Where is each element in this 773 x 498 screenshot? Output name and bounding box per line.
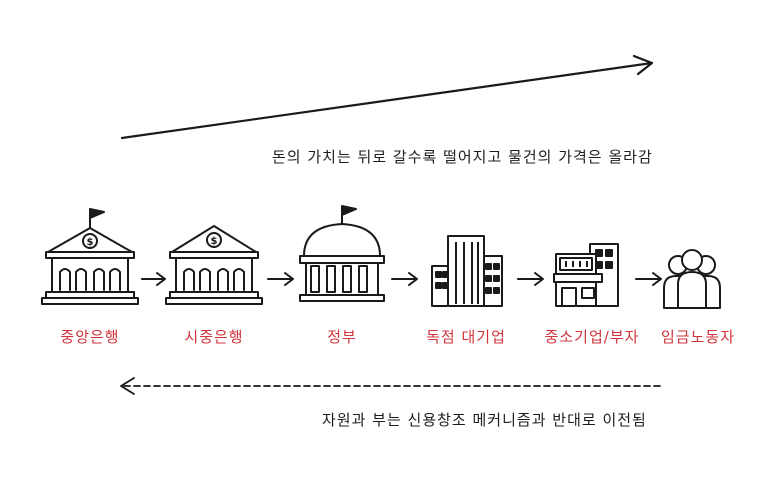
commercial-bank-icon: $ bbox=[165, 225, 263, 305]
stage-label-small-business: 중소기업/부자 bbox=[544, 328, 640, 346]
workers-icon bbox=[663, 249, 721, 309]
flow-arrow-2 bbox=[267, 272, 294, 286]
stage-label-workers: 임금노동자 bbox=[660, 328, 736, 346]
big-corporation-icon bbox=[431, 235, 503, 307]
bottom-caption: 자원과 부는 신용창조 메커니즘과 반대로 이전됨 bbox=[322, 411, 647, 429]
stage-label-central-bank: 중앙은행 bbox=[60, 328, 120, 346]
svg-text:$: $ bbox=[87, 237, 94, 248]
small-business-icon bbox=[553, 243, 619, 307]
wealth-transfer-arrow bbox=[120, 377, 661, 395]
stage-label-big-corporation: 독점 대기업 bbox=[426, 328, 506, 346]
svg-text:$: $ bbox=[211, 236, 218, 247]
top-caption: 돈의 가치는 뒤로 갈수록 떨어지고 물건의 가격은 올라감 bbox=[272, 148, 653, 166]
government-dome-icon bbox=[299, 205, 385, 302]
flow-arrow-1 bbox=[141, 272, 166, 286]
flow-arrow-5 bbox=[635, 272, 662, 286]
flow-arrow-3 bbox=[391, 272, 418, 286]
central-bank-icon: $ bbox=[41, 208, 139, 305]
value-rising-arrow bbox=[120, 54, 654, 140]
stage-label-commercial-bank: 시중은행 bbox=[184, 328, 244, 346]
flow-arrow-4 bbox=[517, 272, 544, 286]
stage-label-government: 정부 bbox=[327, 328, 357, 346]
flow-arrows bbox=[141, 272, 662, 286]
